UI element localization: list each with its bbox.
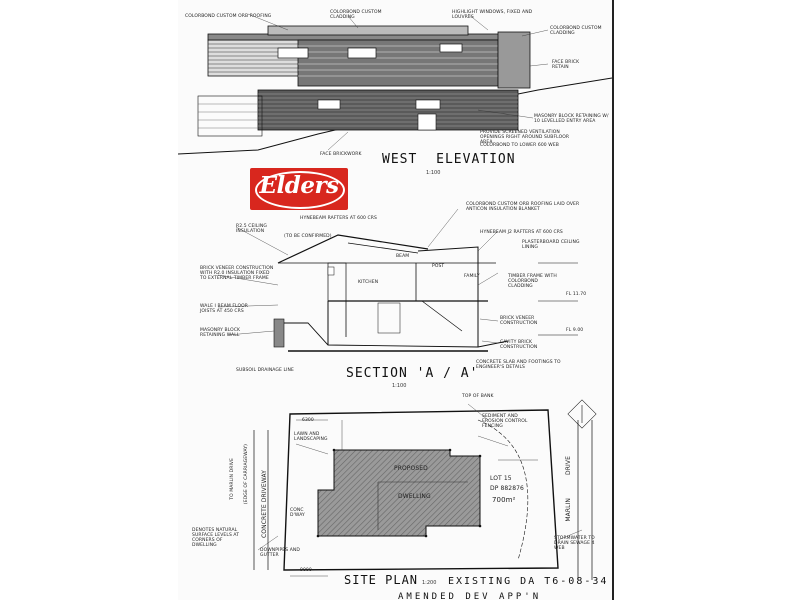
elev-note-cladding-center: COLORBOND CUSTOM CLADDING xyxy=(330,10,382,20)
logo-text: Elders xyxy=(259,172,339,199)
section-title: SECTION 'A / A' xyxy=(346,366,479,381)
section-note-beam: BEAM xyxy=(396,254,410,259)
site-note-dwelling: DWELLING xyxy=(398,493,431,500)
left-margin xyxy=(0,0,178,600)
site-note-stormwater: STORMWATER TO DRAIN SEWAGE 4 WEB xyxy=(554,536,595,551)
site-note-natural: DENOTES NATURAL SURFACE LEVELS AT CORNER… xyxy=(192,528,240,548)
site-note-proposed: PROPOSED xyxy=(394,465,428,472)
elev-note-windows: HIGHLIGHT WINDOWS, FIXED AND LOUVRES xyxy=(452,10,533,20)
amended-label: AMENDED DEV APP'N xyxy=(398,592,542,602)
west-elevation-title: WEST ELEVATION xyxy=(382,152,516,167)
site-note-downpipes: DOWNPIPES AND GUTTER xyxy=(260,548,300,558)
site-plan-drawing xyxy=(253,399,597,580)
section-note-roofing: COLORBOND CUSTOM ORB ROOFING LAID OVER A… xyxy=(466,202,580,212)
elev-note-roof-left: COLORBOND CUSTOM ORB ROOFING xyxy=(185,14,272,19)
west-elevation-scale: 1:100 xyxy=(426,170,441,176)
logo-ring xyxy=(255,171,345,209)
section-note-family: FAMILY xyxy=(464,274,480,279)
elev-note-face-brick: FACE BRICK RETAIN xyxy=(552,60,580,70)
section-level-lower: FL 9.00 xyxy=(566,328,584,333)
elev-note-masonry: MASONRY BLOCK RETAINING W/ 10 LEVELLED E… xyxy=(534,114,609,124)
site-note-lawn: LAWN AND LANDSCAPING xyxy=(294,432,328,442)
site-note-marlin: MARLIN xyxy=(565,498,572,522)
site-note-top-of-bank: TOP OF BANK xyxy=(462,394,494,399)
site-note-edge: (EDGE OF CARRIAGEWAY) xyxy=(244,444,249,505)
site-note-dp: DP 882876 xyxy=(490,485,524,492)
site-plan-title: SITE PLAN xyxy=(344,573,419,587)
elev-note-colorbond-wall: COLORBOND TO LOWER 600 WEB xyxy=(480,143,559,148)
site-dim-bottom: 9000 xyxy=(300,568,312,573)
site-note-conc: CONC D'WAY xyxy=(290,508,305,518)
section-note-post: POST xyxy=(432,264,445,269)
section-note-brick-veneer-construction: BRICK VENEER CONSTRUCTION xyxy=(500,316,538,326)
existing-da-label: EXISTING DA T6-08-34 xyxy=(448,576,609,587)
section-note-rafters-right: HYNEBEAM J2 RAFTERS AT 600 CRS xyxy=(480,230,563,235)
section-note-kitchen: KITCHEN xyxy=(358,280,379,285)
section-note-drainage: SUBSOIL DRAINAGE LINE xyxy=(236,368,294,373)
section-scale: 1:100 xyxy=(392,383,407,389)
site-note-drive: DRIVE xyxy=(565,456,572,475)
section-note-confirmed: (TO BE CONFIRMED) xyxy=(284,234,332,239)
site-note-lot: LOT 15 xyxy=(490,475,512,482)
site-note-street-left: TO MARLIN DRIVE xyxy=(230,458,235,500)
site-plan-scale: 1:200 xyxy=(422,580,437,586)
elev-note-cladding-right: COLORBOND CUSTOM CLADDING xyxy=(550,26,602,36)
site-note-sediment: SEDIMENT AND EROSION CONTROL FENCING xyxy=(482,414,528,429)
section-note-timber-frame: TIMBER FRAME WITH COLORBOND CLADDING xyxy=(508,274,557,289)
section-note-cavity-brick: CAVITY BRICK CONSTRUCTION xyxy=(500,340,538,350)
section-level-upper: FL 11.70 xyxy=(566,292,587,297)
site-dim-top: 6300 xyxy=(302,418,314,423)
section-note-footings: CONCRETE SLAB AND FOOTINGS TO ENGINEER'S… xyxy=(476,360,561,370)
section-note-plasterboard: PLASTERBOARD CEILING LINING xyxy=(522,240,580,250)
west-elevation-drawing xyxy=(178,13,612,155)
elev-note-ventilation: PROVIDE SCREENED VENTILATION OPENINGS RI… xyxy=(480,130,570,145)
right-margin xyxy=(612,0,800,600)
section-note-floor-joists: WALE I BEAM FLOOR JOISTS AT 450 CRS xyxy=(200,304,248,314)
elev-note-face-brickwork: FACE BRICKWORK xyxy=(320,152,362,157)
site-note-area: 700m² xyxy=(492,496,516,504)
section-note-rafters-left: HYNEBEAM RAFTERS AT 600 CRS xyxy=(300,216,377,221)
site-note-driveway: CONCRETE DRIVEWAY xyxy=(261,470,268,538)
sheet-border xyxy=(612,0,614,600)
section-note-brick-veneer: BRICK VENEER CONSTRUCTION WITH R2.0 INSU… xyxy=(200,266,274,281)
section-note-masonry-block: MASONRY BLOCK RETAINING WALL xyxy=(200,328,241,338)
section-note-ceiling: R2.5 CEILING INSULATION xyxy=(236,224,267,234)
elders-logo: Elders xyxy=(250,168,348,210)
section-drawing xyxy=(217,208,578,352)
